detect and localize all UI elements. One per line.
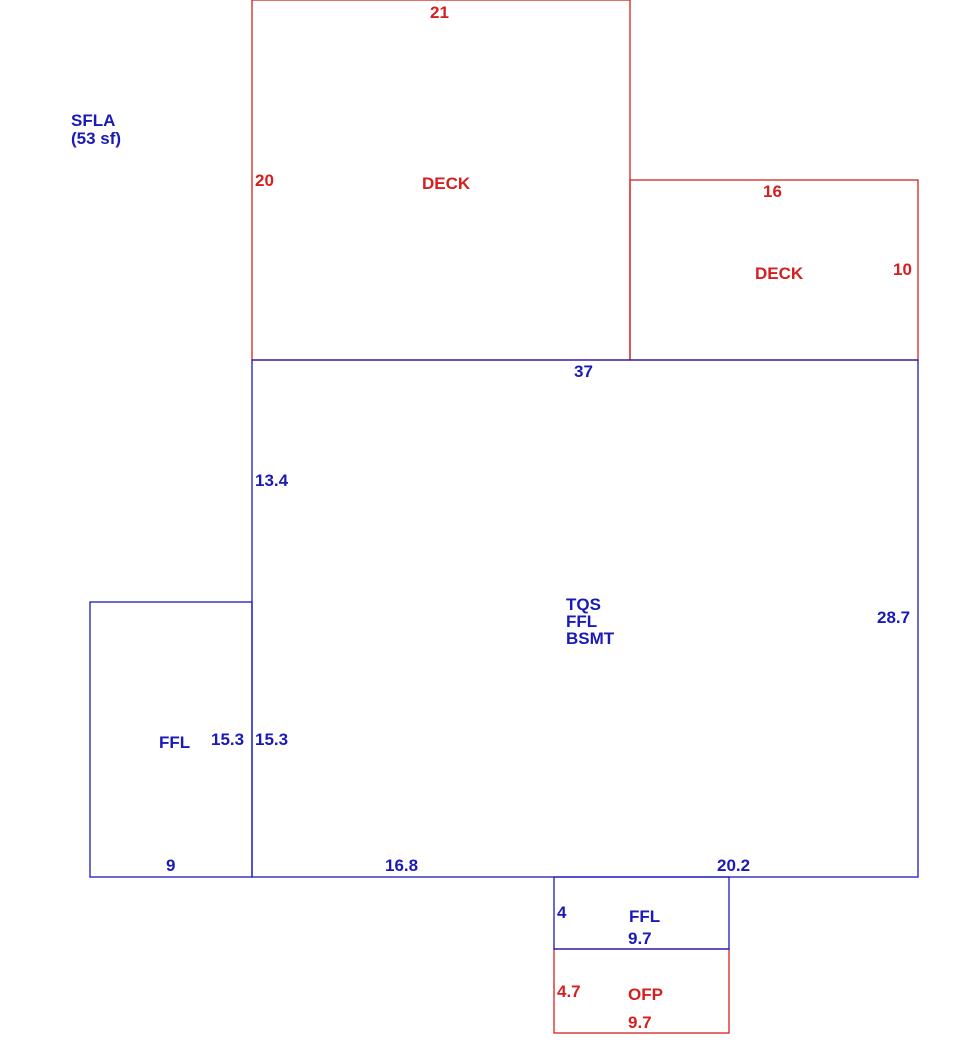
main-top-dim: 37 (574, 362, 593, 381)
ofp-left-dim: 4.7 (557, 982, 581, 1001)
deck-side-top-dim: 16 (763, 182, 782, 201)
main-left-lower-dim: 15.3 (255, 730, 288, 749)
main-name-2: FFL (566, 612, 597, 631)
left-wing-name: FFL (159, 733, 190, 752)
small-ffl-left-dim: 4 (557, 903, 567, 922)
ofp-bottom-dim: 9.7 (628, 1013, 652, 1032)
left-wing-outline (89, 601, 253, 878)
sfla-area: (53 sf) (71, 129, 121, 148)
small-ffl-outline (553, 876, 730, 950)
ofp-name: OFP (628, 985, 663, 1004)
small-ffl-bottom-dim: 9.7 (628, 929, 652, 948)
main-right-dim: 28.7 (877, 608, 910, 627)
main-name-1: TQS (566, 595, 601, 614)
deck-main-name: DECK (422, 174, 471, 193)
main-bottom-left-dim: 16.8 (385, 856, 418, 875)
sfla-label: SFLA (71, 111, 115, 130)
deck-main-left-dim: 20 (255, 171, 274, 190)
main-bottom-right-dim: 20.2 (717, 856, 750, 875)
main-left-upper-dim: 13.4 (255, 471, 289, 490)
main-name-3: BSMT (566, 629, 615, 648)
left-wing-right-dim: 15.3 (211, 730, 244, 749)
small-ffl-name: FFL (629, 907, 660, 926)
deck-side-right-dim: 10 (893, 260, 912, 279)
deck-main-top-dim: 21 (430, 3, 449, 22)
deck-side-name: DECK (755, 264, 804, 283)
left-wing-bottom-dim: 9 (166, 856, 175, 875)
